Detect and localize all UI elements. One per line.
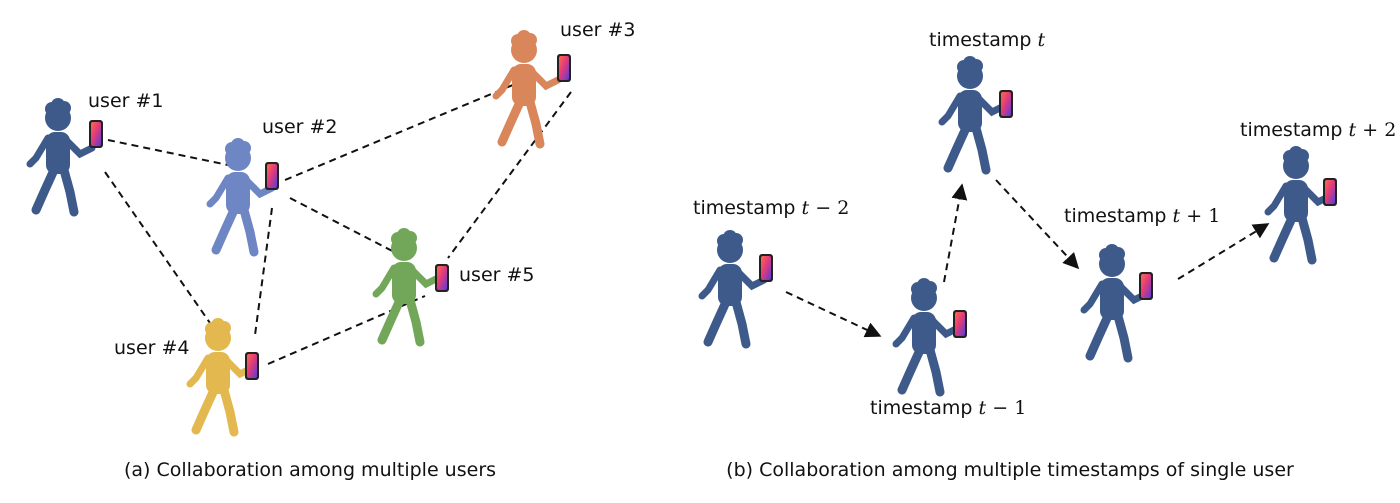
timestamp-t-label: timestamp t [929, 29, 1046, 51]
timestamp-t-plus-2-figure [1268, 146, 1337, 260]
user-1-label: user #1 [88, 90, 164, 112]
timestamp-t-minus-2-figure [702, 230, 773, 344]
edge-user2-user3 [284, 81, 521, 181]
panel-a-connections [104, 81, 572, 365]
edge-user2-user4 [254, 207, 273, 336]
user-4-label: user #4 [114, 337, 190, 359]
user-5-figure [376, 228, 449, 342]
user-3-figure [496, 30, 571, 144]
user-1-figure [30, 98, 103, 212]
edge-user1-user2 [107, 139, 229, 166]
arrow-t-to-t-plus-1 [995, 179, 1080, 270]
edge-user1-user4 [104, 171, 211, 324]
timestamp-t-plus-1-figure [1084, 244, 1153, 358]
timestamp-t-plus-2-label: timestamp t + 2 [1240, 119, 1396, 141]
user-5-label: user #5 [459, 264, 535, 286]
panel-a-caption: (a) Collaboration among multiple users [124, 459, 496, 481]
user-3-label: user #3 [560, 19, 636, 41]
timestamp-t-plus-1-label: timestamp t + 1 [1064, 205, 1220, 227]
edge-user3-user5 [447, 91, 572, 259]
arrow-t-minus-1-to-t [943, 183, 968, 283]
arrow-t-plus-1-to-t-plus-2 [1177, 223, 1270, 280]
user-4-figure [190, 318, 259, 432]
timestamp-t-minus-2-label: timestamp t − 2 [693, 197, 849, 219]
panel-b-arrows [785, 179, 1270, 338]
timestamp-t-minus-1-label: timestamp t − 1 [870, 397, 1026, 419]
timestamp-t-minus-1-figure [896, 278, 967, 392]
panel-b-caption: (b) Collaboration among multiple timesta… [726, 459, 1294, 481]
user-2-label: user #2 [262, 116, 338, 138]
arrow-t-minus-2-to-t-minus-1 [785, 291, 882, 338]
panel-a: user #1 user #2 user #3 user #4 user #5 … [30, 19, 636, 481]
panel-b: timestamp t − 2 timestamp t − 1 timestam… [693, 29, 1396, 481]
timestamp-t-figure [942, 56, 1013, 170]
edge-user2-user5 [289, 197, 401, 256]
edge-user4-user5 [267, 295, 426, 365]
